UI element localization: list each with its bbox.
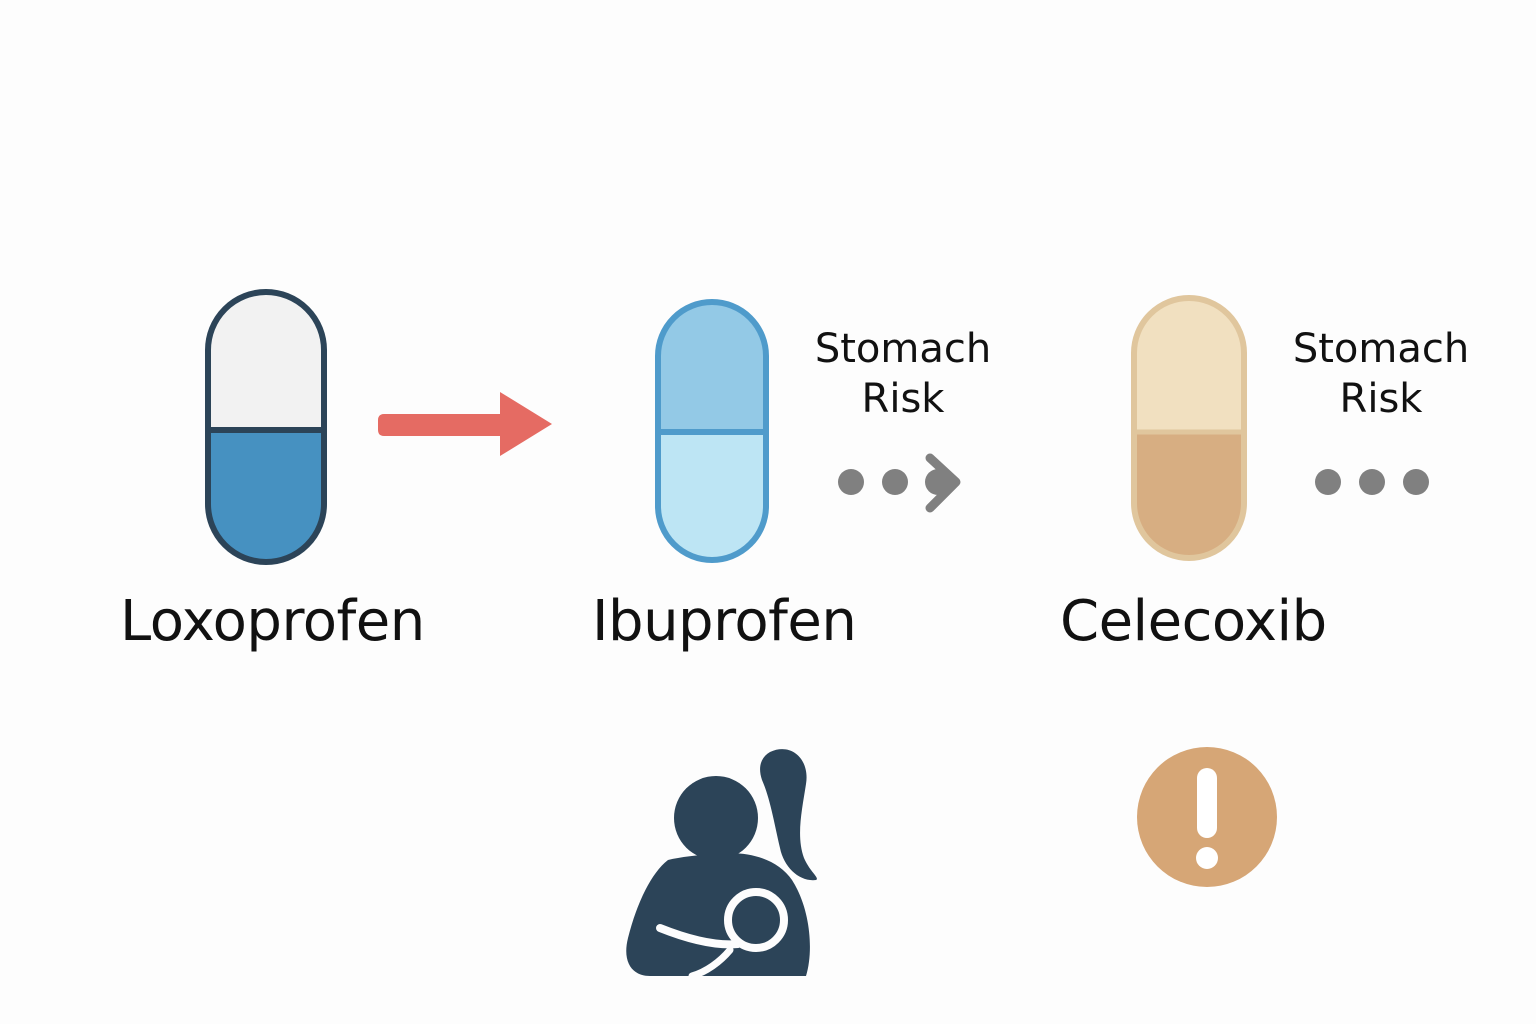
arrow-right-icon bbox=[378, 392, 552, 456]
risk-note: Stomach Risk bbox=[806, 324, 1000, 424]
capsule-icon bbox=[1131, 295, 1247, 561]
risk-note: Stomach Risk bbox=[1284, 324, 1478, 424]
risk-note-line1: Stomach bbox=[814, 326, 992, 372]
drug-label-loxoprofen: Loxoprofen bbox=[120, 589, 425, 654]
exclamation-warning-icon bbox=[1137, 747, 1277, 887]
drug-label-ibuprofen: Ibuprofen bbox=[592, 589, 857, 654]
risk-note-line2: Risk bbox=[1339, 376, 1423, 422]
risk-note-line2: Risk bbox=[861, 376, 945, 422]
risk-note-line1: Stomach bbox=[1292, 326, 1470, 372]
drug-label-celecoxib: Celecoxib bbox=[1060, 589, 1327, 654]
dotted-arrow-icon bbox=[838, 453, 961, 513]
capsule-icon bbox=[205, 289, 327, 565]
dots-icon bbox=[1315, 469, 1429, 495]
breastfeeding-mother-icon bbox=[626, 749, 817, 980]
capsule-icon bbox=[655, 299, 769, 563]
